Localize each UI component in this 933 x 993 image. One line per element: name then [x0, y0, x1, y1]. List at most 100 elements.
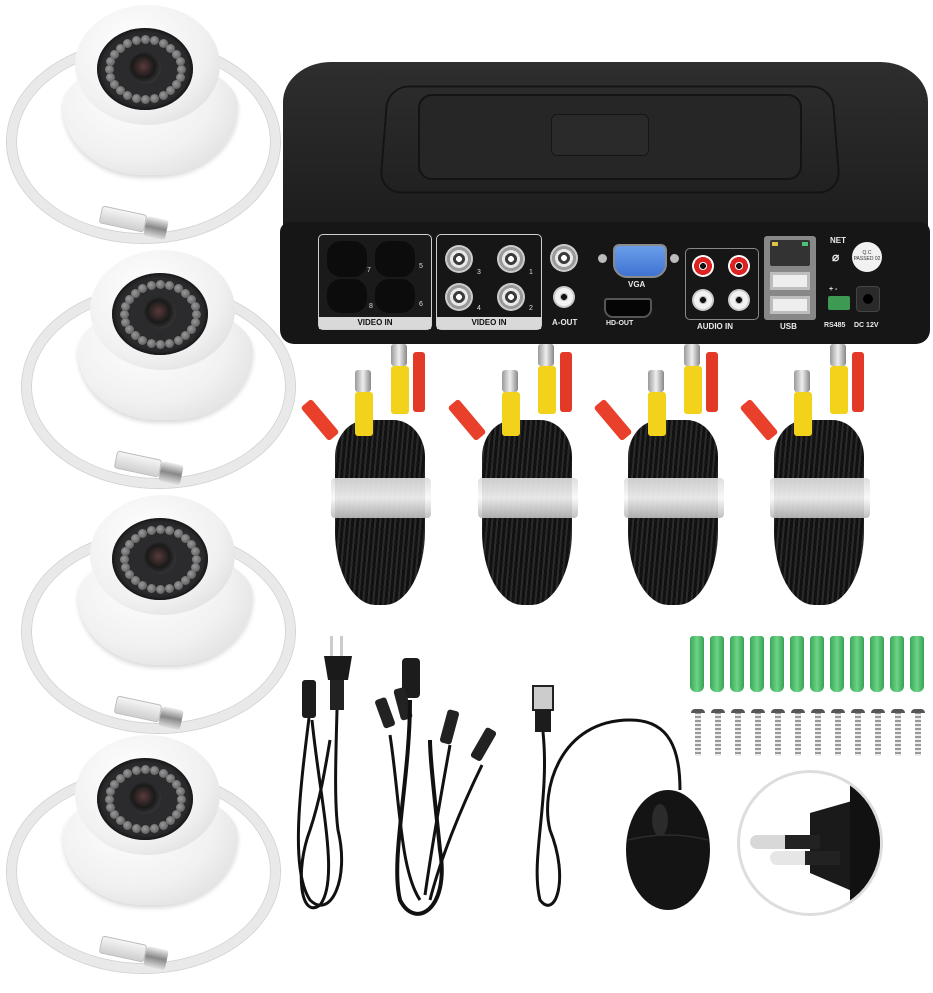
bnc-port[interactable] [445, 245, 473, 273]
ir-led-icon [165, 526, 175, 536]
ir-led-icon [131, 36, 141, 46]
ir-led-icon [124, 540, 134, 549]
hdmi-port[interactable] [604, 298, 652, 318]
wall-anchor [730, 636, 744, 692]
rca-port[interactable] [728, 255, 750, 277]
port-number: 5 [419, 263, 423, 270]
ir-led-icon [156, 585, 165, 594]
video-connector [502, 392, 520, 436]
ir-led-icon [146, 338, 156, 348]
bnc-port[interactable] [497, 245, 525, 273]
wall-anchor [750, 636, 764, 692]
ir-led-icon [106, 787, 116, 797]
ir-led-icon [187, 570, 197, 579]
usb-port[interactable] [770, 272, 810, 290]
power-female-connector [300, 398, 340, 442]
audio-out-label: A-OUT [552, 318, 578, 327]
rca-port[interactable] [728, 289, 750, 311]
ir-led-icon [105, 795, 114, 804]
ir-led-icon [175, 57, 185, 67]
ir-led-icon [141, 825, 150, 834]
ir-led-icon [141, 35, 150, 44]
usb-label: USB [780, 322, 797, 331]
screw-icon [670, 254, 679, 263]
wall-anchor [810, 636, 824, 692]
bnc-connector-icon [143, 215, 169, 241]
minus-sign: - [835, 286, 838, 293]
power-male-connector [706, 352, 718, 412]
screw [851, 709, 865, 756]
bnc-connector-icon [143, 945, 169, 971]
bnc-connector-icon [158, 705, 184, 731]
screw [831, 709, 845, 756]
ir-led-icon [146, 281, 156, 291]
knockout-port [375, 279, 415, 313]
wall-anchor [870, 636, 884, 692]
screw [911, 709, 925, 756]
bnc-connector-icon [158, 460, 184, 486]
ir-led-icon [181, 288, 191, 298]
camera-ir-face [97, 28, 193, 110]
rca-port[interactable] [692, 289, 714, 311]
rca-port[interactable] [692, 255, 714, 277]
wall-anchor [690, 636, 704, 692]
audio-out-rca[interactable] [553, 286, 575, 308]
vga-port[interactable] [613, 244, 667, 278]
rs485-polarity: + - [829, 286, 837, 293]
hdmi-label: HD-OUT [606, 320, 634, 327]
ir-led-icon [138, 529, 147, 539]
net-label: NET [830, 236, 846, 245]
bnc-cable-coil [447, 340, 602, 620]
ir-led-icon [130, 576, 140, 586]
mouse-icon: ⌀ [832, 250, 840, 264]
wall-anchor [710, 636, 724, 692]
bnc-cable-coil [593, 340, 748, 620]
ir-led-icon [181, 331, 191, 341]
port-number: 4 [477, 305, 481, 312]
ir-led-icon [115, 86, 125, 96]
ethernet-port[interactable] [770, 240, 810, 266]
dome-camera [5, 0, 280, 243]
ir-led-icon [138, 335, 147, 345]
port-number: 1 [529, 269, 533, 276]
ir-led-icon [172, 50, 182, 59]
ir-led-icon [159, 39, 168, 49]
led-icon [802, 242, 808, 246]
camera-ir-face [112, 518, 208, 600]
wall-anchor [830, 636, 844, 692]
rs485-terminal[interactable] [828, 296, 850, 310]
wall-anchor [770, 636, 784, 692]
camera-ir-face [97, 758, 193, 840]
bnc-port[interactable] [445, 283, 473, 311]
ir-led-icon [181, 533, 191, 543]
tape-wrap [331, 478, 431, 518]
ir-led-icon [115, 816, 125, 826]
ir-led-icon [177, 795, 186, 804]
ir-led-icon [190, 562, 200, 572]
audio-out-bnc[interactable] [550, 244, 578, 272]
ir-led-icon [121, 547, 131, 557]
power-male-connector [560, 352, 572, 412]
knockout-port [327, 279, 367, 313]
ir-led-icon [109, 810, 119, 819]
bnc-port[interactable] [497, 283, 525, 311]
screw [751, 709, 765, 756]
ir-led-icon [130, 331, 140, 341]
ir-led-icon [115, 43, 125, 53]
video-in-blank-group: 7 5 8 6 VIDEO IN [318, 234, 432, 330]
ir-led-icon [156, 340, 165, 349]
dvr-rear-panel: 7 5 8 6 VIDEO IN 3 1 4 2 VIDEO IN A-OUT … [280, 222, 930, 344]
bnc-connector-icon [355, 370, 371, 392]
tape-wrap [770, 478, 870, 518]
rs485-label: RS485 [824, 322, 846, 329]
ir-led-icon [131, 766, 141, 776]
ir-led-icon [121, 562, 131, 572]
usb-port[interactable] [770, 296, 810, 314]
ir-led-icon [187, 295, 197, 304]
ir-led-icon [138, 284, 147, 294]
ir-led-icon [123, 90, 132, 100]
dc-power-jack[interactable] [856, 286, 880, 312]
video-connector [648, 392, 666, 436]
ir-led-icon [131, 93, 141, 103]
camera-lens [144, 297, 176, 329]
